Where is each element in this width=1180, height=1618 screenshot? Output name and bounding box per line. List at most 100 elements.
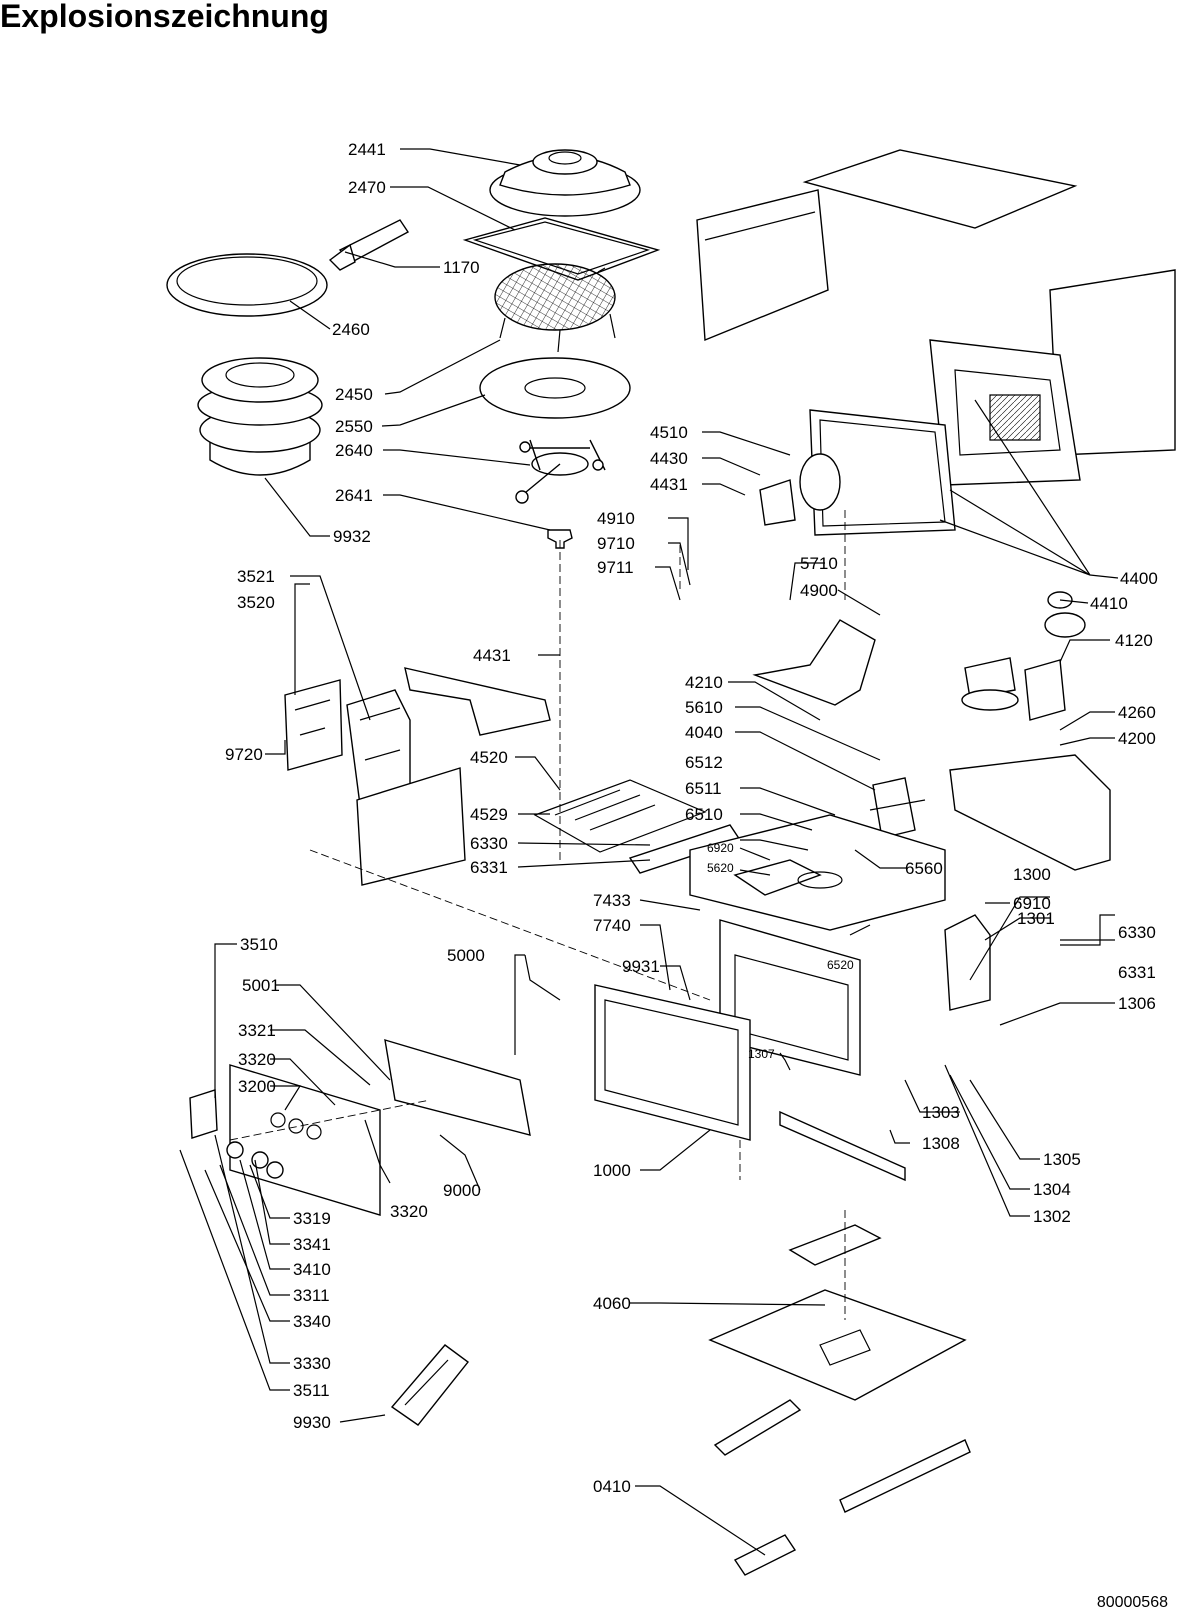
insulation-panel-part	[356, 767, 466, 886]
callout-label: 4431	[650, 475, 688, 494]
crisp-plate-part	[166, 253, 328, 317]
callout-label: 1301	[1017, 909, 1055, 928]
transformer-part	[961, 612, 1086, 721]
callout-label: 2550	[335, 417, 373, 436]
callout-label: 3319	[293, 1209, 331, 1228]
callout-label: 9711	[597, 558, 634, 577]
callout-label: 5710	[800, 554, 838, 573]
callout-label: 1302	[1033, 1207, 1071, 1226]
rear-wall-part	[949, 754, 1111, 871]
wall-bracket-part	[404, 667, 551, 736]
callout-label: 9710	[597, 534, 635, 553]
callout-label: 4400	[1120, 569, 1158, 588]
callout-label: 4520	[470, 748, 508, 767]
grill-rack-part	[494, 263, 616, 353]
callout-label: 1000	[593, 1161, 631, 1180]
callout-label: 3341	[293, 1235, 331, 1254]
callout-label: 4431	[473, 646, 511, 665]
callout-label: 9000	[443, 1181, 481, 1200]
callout-label: 6512	[685, 753, 723, 772]
base-plate-part	[708, 1289, 967, 1401]
callout-label: 6920	[707, 841, 734, 855]
lamp-holder-part	[759, 453, 841, 526]
callout-label: 5001	[242, 976, 280, 995]
callout-label: 1300	[1013, 865, 1051, 884]
callout-label: 4210	[685, 673, 723, 692]
callout-label: 3520	[237, 593, 275, 612]
callout-label: 5000	[447, 946, 485, 965]
cavity-frame-part	[929, 339, 1081, 486]
callout-label: 6330	[1118, 923, 1156, 942]
callout-label: 3200	[238, 1077, 276, 1096]
rail-part	[713, 1399, 971, 1576]
document-number: 80000568	[1096, 1594, 1168, 1611]
callout-label: 4430	[650, 449, 688, 468]
callout-label: 5620	[707, 861, 734, 875]
callout-label: 1306	[1118, 994, 1156, 1013]
cavity-part	[689, 814, 946, 931]
callout-label: 6331	[1118, 963, 1156, 982]
callout-label: 6331	[470, 858, 508, 877]
callout-label: 3511	[293, 1381, 330, 1400]
switch-block-part	[384, 1039, 531, 1136]
coupler-part	[547, 529, 573, 549]
callout-label: 7740	[593, 916, 631, 935]
bracket-left-part	[189, 1089, 218, 1139]
pcb-bracket-part	[346, 689, 411, 806]
callout-label: 4120	[1115, 631, 1153, 650]
callout-label: 2640	[335, 441, 373, 460]
page-title: Explosionszeichnung	[0, 0, 329, 34]
callout-label: 4260	[1118, 703, 1156, 722]
callout-label: 4060	[593, 1294, 631, 1313]
cabinet-side-panel-left-part	[696, 189, 829, 342]
front-frame-part	[719, 919, 861, 1076]
callout-label: 4910	[597, 509, 635, 528]
foot-part	[390, 1344, 469, 1426]
assembly-lines	[229, 510, 846, 1320]
door-part	[594, 984, 751, 1141]
callout-leaders	[179, 148, 1119, 1556]
callout-label: 9720	[225, 745, 263, 764]
callout-label: 3311	[293, 1286, 330, 1305]
callout-label: 3321	[238, 1021, 276, 1040]
callout-label: 9930	[293, 1413, 331, 1432]
callout-label: 6330	[470, 834, 508, 853]
callout-label: 4529	[470, 805, 508, 824]
air-duct-part	[752, 619, 876, 706]
control-pcb-part	[284, 679, 343, 771]
turntable-plate-part	[479, 357, 631, 419]
side-bracket-part	[944, 914, 991, 1011]
grill-element-part	[533, 779, 707, 853]
handle-part	[328, 219, 410, 271]
callout-label: 1308	[922, 1134, 960, 1153]
callout-label: 3410	[293, 1260, 331, 1279]
cabinet-top-cover-part	[802, 149, 1078, 229]
callout-label: 6510	[685, 805, 723, 824]
magnetron-part	[869, 777, 926, 839]
roller-ring-part	[515, 439, 606, 504]
steamer-part	[197, 357, 323, 476]
callout-label: 4410	[1090, 594, 1128, 613]
callout-label: 3340	[293, 1312, 331, 1331]
callout-label: 7433	[593, 891, 631, 910]
callout-label: 4510	[650, 423, 688, 442]
dome-cover-part	[489, 149, 641, 217]
callout-label: 3320	[238, 1050, 276, 1069]
callout-label: 2450	[335, 385, 373, 404]
callout-label: 1307	[748, 1047, 775, 1061]
callout-label: 9931	[622, 957, 660, 976]
callout-label: 2460	[332, 320, 370, 339]
stirrer-cover-part	[788, 1224, 882, 1266]
callout-label: 3320	[390, 1202, 428, 1221]
callout-label: 2470	[348, 178, 386, 197]
callout-label: 4040	[685, 723, 723, 742]
callout-label: 3521	[237, 567, 275, 586]
control-panel-front-part	[229, 1064, 381, 1216]
callout-label: 1304	[1033, 1180, 1071, 1199]
callout-label: 6910	[1013, 894, 1051, 913]
callout-label: 4200	[1118, 729, 1156, 748]
callout-label: 2641	[335, 486, 373, 505]
callout-label: 4900	[800, 581, 838, 600]
callout-label: 9932	[333, 527, 371, 546]
